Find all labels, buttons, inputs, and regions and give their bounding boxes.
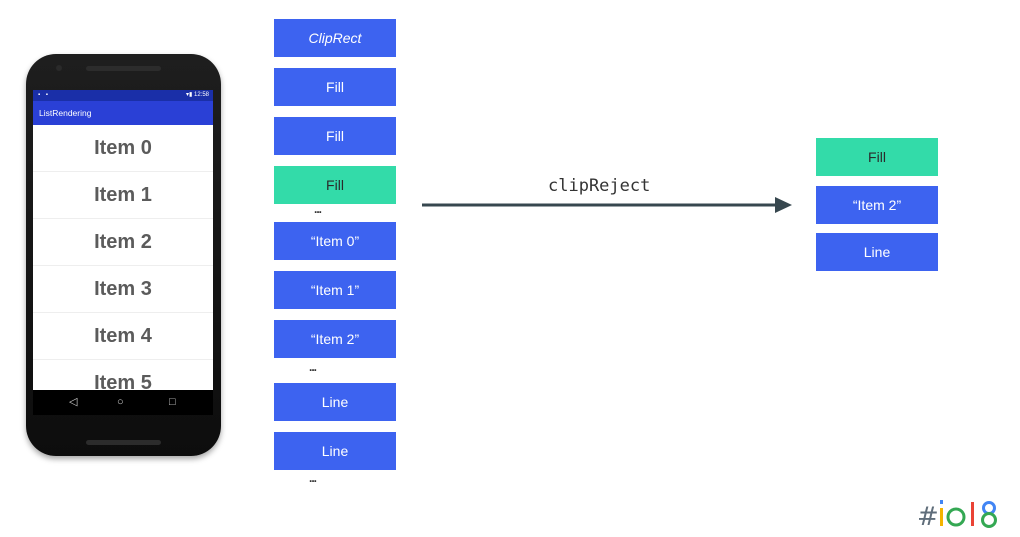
op-cliprect: ClipRect	[274, 19, 396, 57]
op-line: Line	[274, 432, 396, 470]
result-op-text-item-2: “Item 2”	[816, 186, 938, 224]
notification-icons: ▪ ▪	[38, 92, 50, 98]
status-time: ▾▮ 12:58	[186, 92, 209, 98]
op-fill-highlighted: Fill	[274, 166, 396, 204]
result-op-line: Line	[816, 233, 938, 271]
signal-battery-icon: ▾▮	[186, 92, 194, 98]
list-item[interactable]: Item 2	[33, 219, 213, 266]
op-line: Line	[274, 383, 396, 421]
op-fill: Fill	[274, 68, 396, 106]
list-item[interactable]: Item 0	[33, 125, 213, 172]
phone-screen: ▪ ▪ ▾▮ 12:58 ListRendering Item 0 Item 1…	[33, 90, 213, 415]
list-item[interactable]: Item 4	[33, 313, 213, 360]
logo-eight-top	[982, 501, 996, 515]
speaker-bottom	[86, 440, 161, 445]
ellipsis: ...	[314, 202, 322, 216]
speaker-top	[86, 66, 161, 71]
nav-bar: ◁ ○ □	[33, 390, 213, 415]
op-text-item-2: “Item 2”	[274, 320, 396, 358]
op-text-item-0: “Item 0”	[274, 222, 396, 260]
op-fill: Fill	[274, 117, 396, 155]
recents-icon[interactable]: □	[169, 396, 176, 408]
logo-i-stem	[940, 508, 943, 526]
logo-o	[946, 507, 966, 527]
list-item[interactable]: Item 3	[33, 266, 213, 313]
item-list[interactable]: Item 0 Item 1 Item 2 Item 3 Item 4 Item …	[33, 125, 213, 407]
result-op-fill: Fill	[816, 138, 938, 176]
phone-mockup: ▪ ▪ ▾▮ 12:58 ListRendering Item 0 Item 1…	[26, 54, 221, 456]
logo-eight-bottom	[981, 512, 997, 528]
home-icon[interactable]: ○	[117, 396, 124, 408]
status-bar: ▪ ▪ ▾▮ 12:58	[33, 90, 213, 101]
app-title: ListRendering	[33, 101, 213, 125]
ellipsis: ...	[309, 471, 317, 485]
front-camera	[56, 65, 62, 71]
logo-one	[971, 502, 974, 526]
back-icon[interactable]: ◁	[69, 396, 78, 408]
op-text-item-1: “Item 1”	[274, 271, 396, 309]
hash-glyph: #	[917, 502, 939, 532]
right-arrow-icon	[422, 197, 792, 213]
arrow-label: clipReject	[548, 176, 651, 196]
ellipsis: ...	[309, 360, 317, 374]
logo-i-dot	[940, 500, 943, 504]
io18-logo: #	[917, 500, 997, 532]
list-item[interactable]: Item 1	[33, 172, 213, 219]
